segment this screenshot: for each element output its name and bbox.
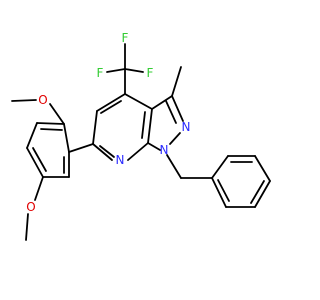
bond-py-n7-c7a bbox=[127, 142, 149, 161]
nitrogen-atom-label: N bbox=[182, 120, 191, 134]
fluorine-atom-label: F bbox=[122, 31, 129, 45]
benzyl-group bbox=[166, 154, 271, 208]
bond-ar-c-o-bottom bbox=[34, 176, 44, 201]
molecule-structure-diagram: F F F O O N N N bbox=[11, 31, 271, 241]
bond-ph-4-5 bbox=[254, 180, 271, 208]
bond-pz-c3-n2-inner bbox=[165, 100, 177, 124]
oxygen-atom-label: O bbox=[26, 200, 35, 214]
nitrogen-atom-label: N bbox=[116, 153, 125, 167]
oxygen-atom-label: O bbox=[38, 93, 47, 107]
bond-cf3-left bbox=[106, 68, 126, 73]
bond-ph-1-2 bbox=[211, 155, 229, 179]
bond-ar-2-3 bbox=[36, 122, 65, 125]
bond-py-c4-c5-inner bbox=[100, 100, 122, 114]
bond-py-c6-n7 bbox=[92, 143, 113, 161]
bond-ph-6-1 bbox=[211, 177, 227, 208]
bond-py-c7a-c3a-inner bbox=[141, 111, 146, 139]
bond-ph-3-4 bbox=[254, 155, 271, 182]
bond-py-c5-c6 bbox=[92, 110, 98, 145]
pyridine-ring bbox=[92, 93, 153, 161]
bond-ar-3-4 bbox=[26, 122, 38, 149]
fluorine-atom-label: F bbox=[97, 66, 104, 80]
bond-cf3-right bbox=[124, 68, 144, 73]
bond-py-c6-n7-inner bbox=[99, 145, 115, 158]
bond-pz-c3a-c3 bbox=[151, 95, 173, 110]
bond-ar-1-2 bbox=[63, 123, 70, 153]
bond-ar-4-5 bbox=[26, 147, 44, 178]
bond-py-c3a-c4 bbox=[124, 93, 153, 110]
bond-o-bottom-methyl bbox=[25, 213, 29, 241]
bond-py-aryl bbox=[68, 143, 94, 153]
trifluoromethyl-group bbox=[106, 43, 144, 95]
bond-ar-c-o-top bbox=[49, 103, 65, 125]
nitrogen-atom-label: N bbox=[160, 143, 169, 157]
pyrazole-ring bbox=[147, 66, 184, 151]
bond-pz-c3-n2 bbox=[171, 95, 184, 122]
bond-pz-n1-c7a bbox=[147, 142, 161, 151]
bond-pz-n2-n1 bbox=[169, 132, 181, 145]
bond-ph-6-1-inner bbox=[217, 179, 230, 202]
bond-py-c7a-c3a bbox=[147, 108, 153, 144]
bond-methyl bbox=[171, 66, 182, 97]
bond-ar-4-5-inner bbox=[32, 147, 47, 172]
bond-ar-2-3-inner bbox=[40, 128, 63, 131]
atom-labels: F F F O O N N N bbox=[26, 31, 190, 214]
fluorine-atom-label: F bbox=[147, 66, 154, 80]
bond-ph-4-5-inner bbox=[250, 180, 265, 204]
bond-o-top-methyl bbox=[11, 99, 37, 102]
bond-n1-ch2 bbox=[166, 154, 182, 179]
bond-py-c4-c5 bbox=[96, 93, 126, 112]
dimethoxyphenyl-group bbox=[11, 99, 94, 241]
